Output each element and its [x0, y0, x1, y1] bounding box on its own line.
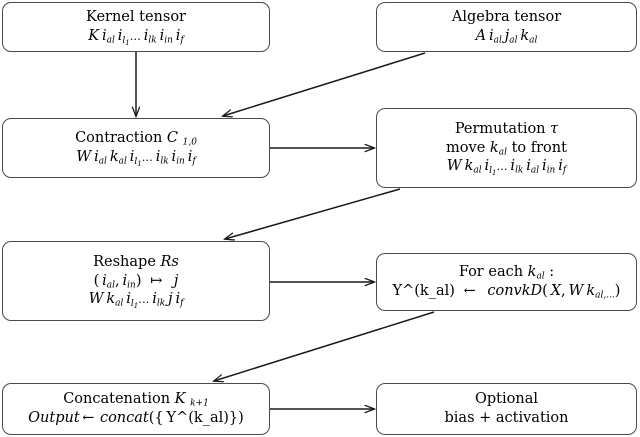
kernel-tensor-node-line-0: Kernel tensor [86, 9, 186, 26]
concatenation-node-line-0: Concatenation K k+1 [63, 391, 209, 409]
reshape-node-line-1: (ial,iin)↦j [93, 272, 179, 291]
edge-algebra-to-contraction [223, 52, 426, 116]
permutation-node-line-1: move kal to front [446, 139, 567, 158]
optional-node: Optional bias + activation [376, 383, 637, 435]
optional-node-line-0: Optional [475, 391, 538, 408]
edge-foreach-to-concatenation [214, 311, 435, 381]
reshape-node-line-0: Reshape Rs [93, 253, 179, 270]
concatenation-node-line-1: Output←concat({Y^(k_al)}) [28, 410, 244, 426]
edge-permutation-to-reshape [225, 188, 401, 239]
permutation-node-line-0: Permutation τ [454, 120, 559, 137]
for-each-kal-node-line-0: For each kal : [458, 264, 555, 282]
contraction-node-line-0: Contraction C 1,0 [75, 130, 197, 148]
optional-node-line-1: bias + activation [444, 410, 569, 426]
algebra-tensor-node-line-0: Algebra tensor [451, 9, 562, 26]
